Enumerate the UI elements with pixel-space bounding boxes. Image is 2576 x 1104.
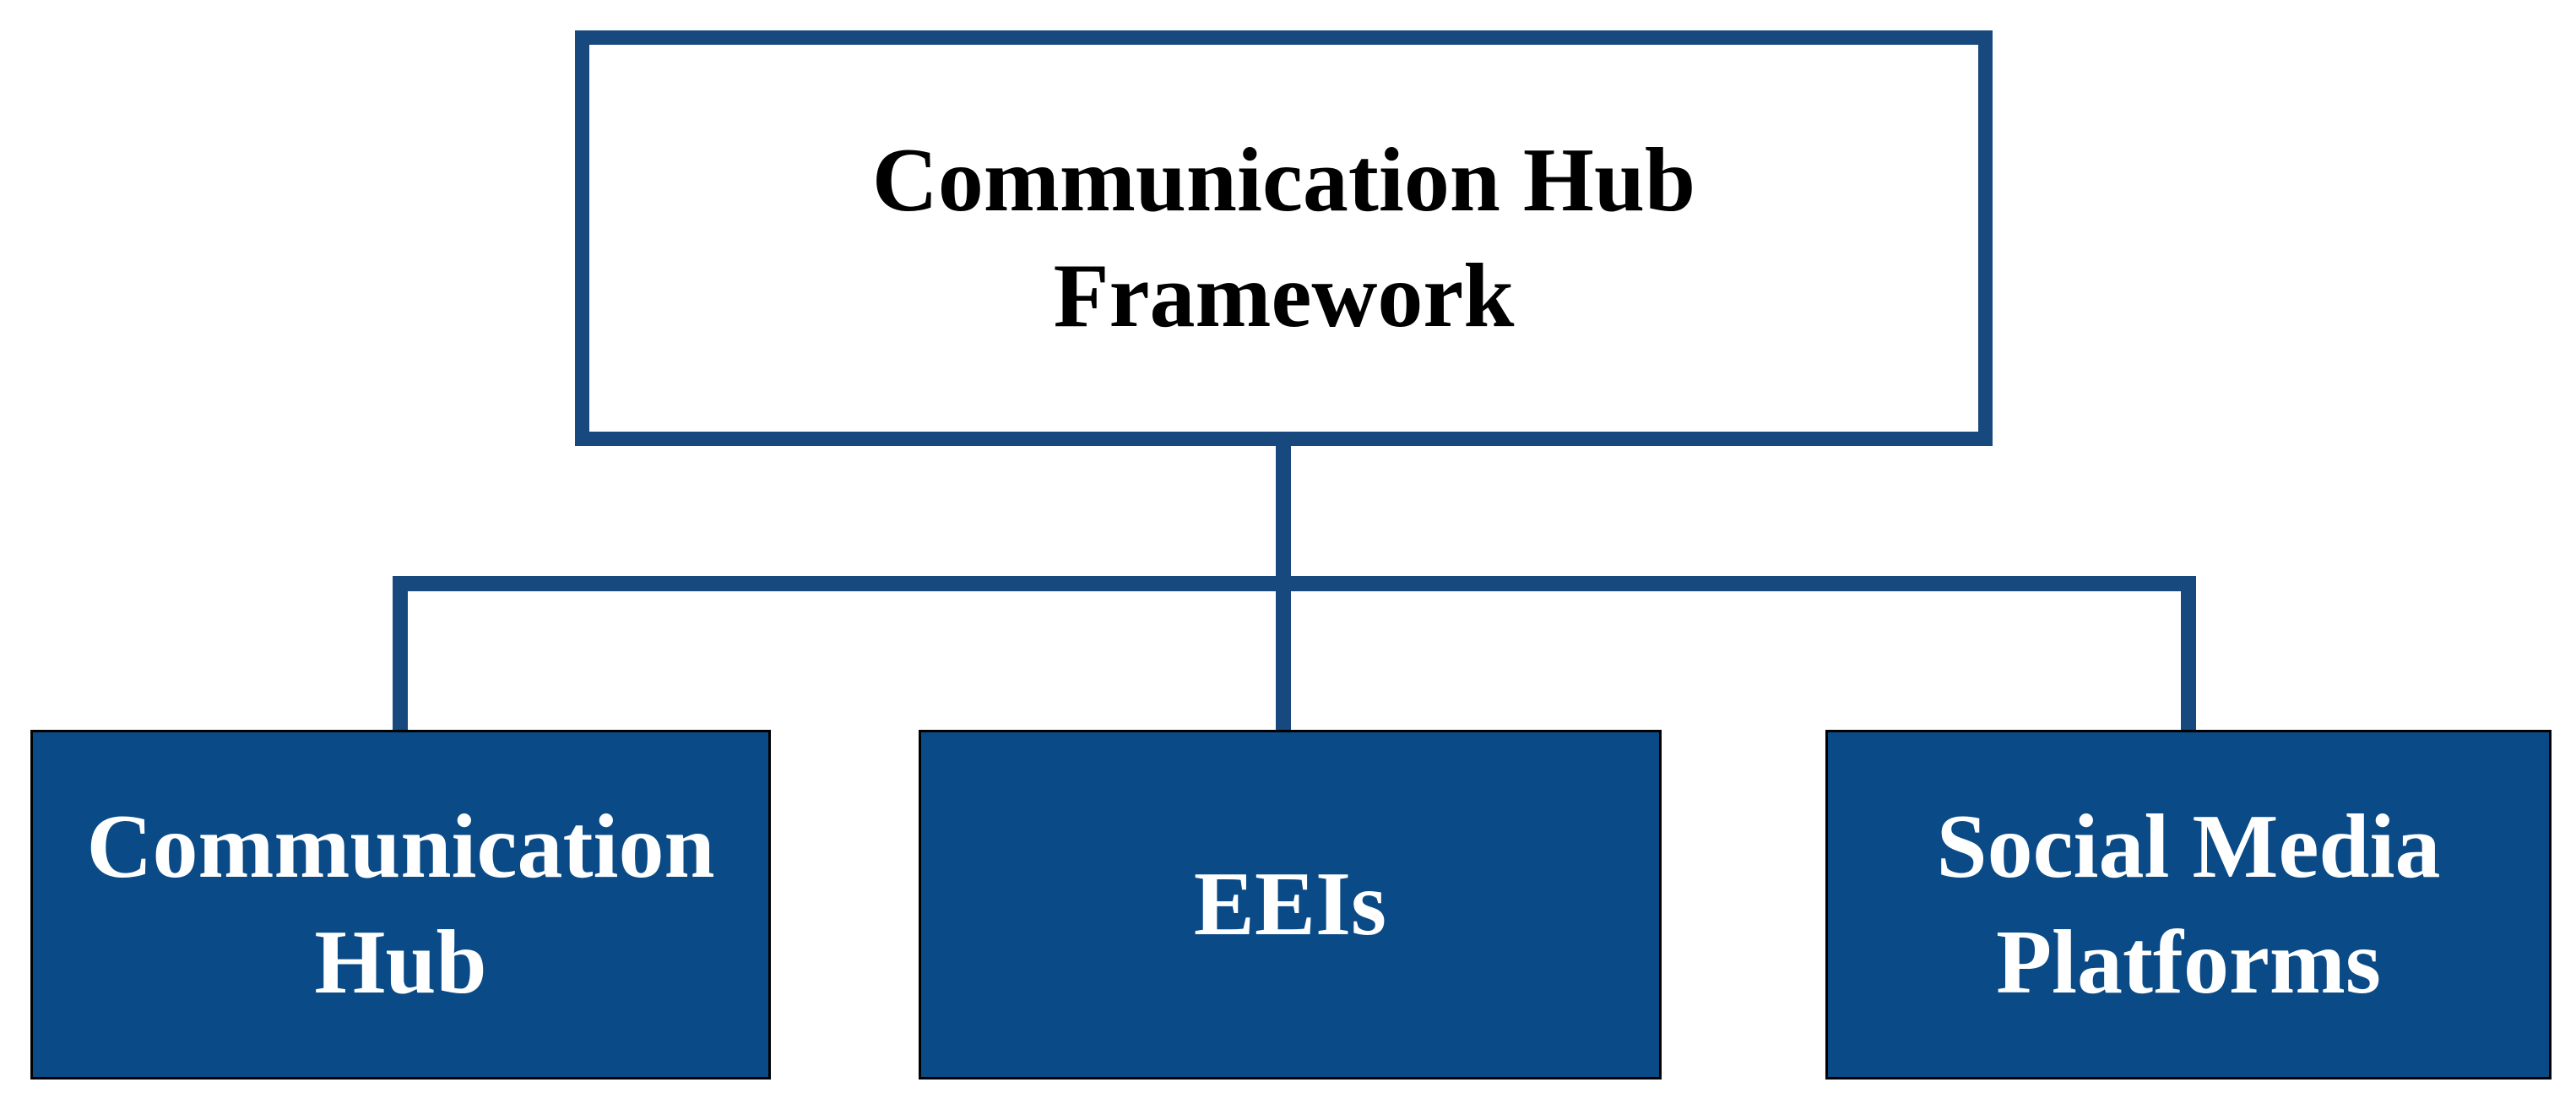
node-social-media-platforms: Social Media Platforms <box>1825 730 2552 1080</box>
connector-rail-to-right <box>2181 576 2196 733</box>
node-communication-hub-framework: Communication Hub Framework <box>575 30 1993 446</box>
root-node-label: Communication Hub Framework <box>871 129 1696 346</box>
child-node-label: Social Media Platforms <box>1936 796 2441 1013</box>
child-node-label: EEIs <box>1193 854 1387 955</box>
connector-branch-rail <box>393 576 2196 591</box>
connector-rail-to-left <box>393 576 408 733</box>
node-communication-hub: Communication Hub <box>30 730 771 1080</box>
child-node-label: Communication Hub <box>86 796 715 1013</box>
node-eeis: EEIs <box>919 730 1662 1080</box>
